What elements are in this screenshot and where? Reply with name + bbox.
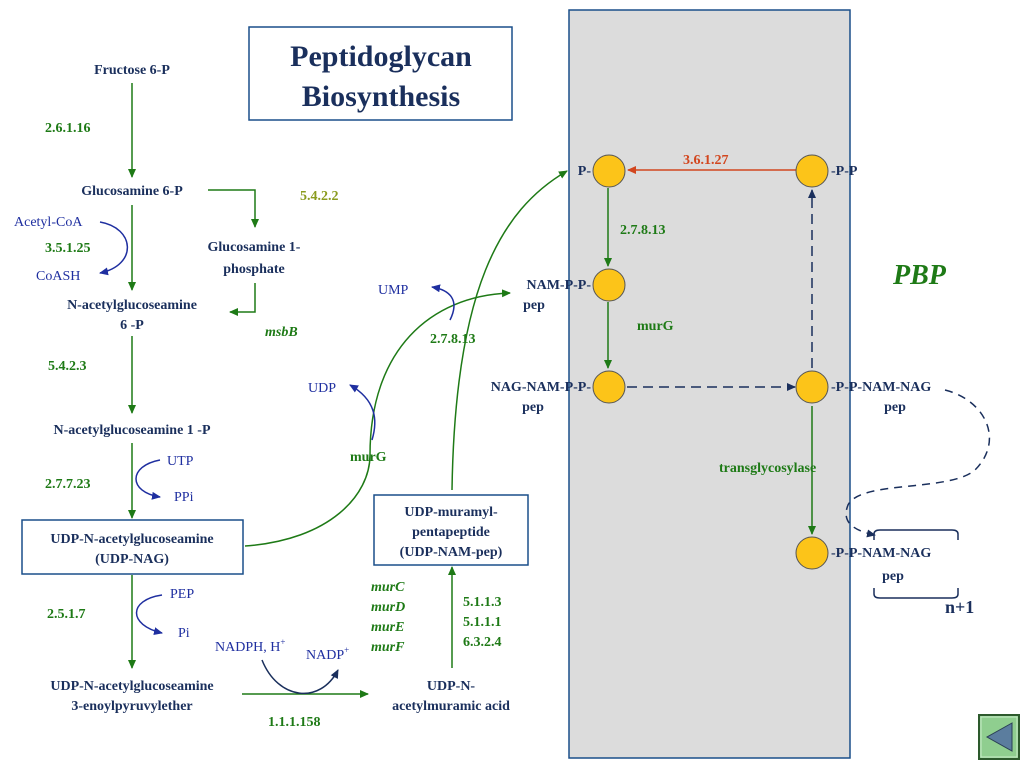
transglycosylase-label: transglycosylase: [719, 461, 816, 476]
title-box: [248, 26, 513, 121]
nacglc1p-label: N-acetylglucoseamine 1 -P: [53, 423, 211, 438]
nacglc6p-line2: 6 -P: [120, 318, 144, 333]
fructose6p-label: Fructose 6-P: [94, 63, 170, 78]
ppnamnag2-line1: -P-P-NAM-NAG: [831, 546, 931, 561]
ump-curve: [431, 284, 455, 321]
title-line1: Peptidoglycan: [290, 40, 472, 73]
murG-left-label: murG: [350, 450, 387, 465]
murD-label: murD: [371, 600, 405, 615]
arrow-udpnag-to-nampp: [244, 289, 511, 547]
lipid-pp-circle: [795, 154, 829, 188]
murC-label: murC: [371, 580, 405, 595]
utp-label: UTP: [167, 454, 194, 469]
glucosamine1p-line1: Glucosamine 1-: [208, 240, 301, 255]
pep-curve: [135, 594, 163, 636]
back-button[interactable]: [978, 714, 1020, 760]
acetylcoa-label: Acetyl-CoA: [14, 215, 83, 230]
p-label: P-: [578, 164, 592, 179]
ec-2-7-8-13-left: 2.7.8.13: [430, 332, 476, 347]
msbB-label: msbB: [265, 325, 298, 340]
ump-label: UMP: [378, 283, 409, 298]
glucosamine1p-line2: phosphate: [223, 262, 284, 277]
acetylcoa-curve: [99, 221, 128, 276]
nagnampp-line1: NAG-NAM-P-P-: [491, 380, 592, 395]
murG-label: murG: [637, 319, 674, 334]
pp-label: -P-P: [831, 164, 858, 179]
murE-label: murE: [371, 620, 404, 635]
udpnampep-line2: pentapeptide: [412, 525, 490, 540]
ec-6-3-2-4: 6.3.2.4: [463, 635, 502, 650]
ec-5-4-2-3: 5.4.2.3: [48, 359, 87, 374]
enoyl-line1: UDP-N-acetylglucoseamine: [50, 679, 213, 694]
nacglc6p-line1: N-acetylglucoseamine: [67, 298, 197, 313]
udpnampep-line1: UDP-muramyl-: [404, 505, 498, 520]
back-arrow-icon: [985, 722, 1013, 752]
ppnamnag-line2: pep: [884, 400, 906, 415]
arrow-udpnampep-to-p: [451, 170, 568, 491]
ec-5-4-2-2: 5.4.2.2: [300, 189, 339, 204]
udpnam-line2: acetylmuramic acid: [392, 699, 510, 714]
polymer-bracket-top: [873, 529, 959, 540]
ec-1-1-1-158: 1.1.1.158: [268, 715, 321, 730]
lipid-ppnamnag2-circle: [795, 536, 829, 570]
ec-2-7-8-13: 2.7.8.13: [620, 223, 666, 238]
udpnampep-box: [373, 494, 529, 566]
udp-curve: [349, 384, 376, 441]
ec-2-5-1-7: 2.5.1.7: [47, 607, 86, 622]
pbp-label: PBP: [892, 260, 947, 291]
ppi-label: PPi: [174, 490, 194, 505]
utp-curve: [135, 459, 161, 500]
glucosamine6p-label: Glucosamine 6-P: [81, 184, 183, 199]
n-plus-1-label: n+1: [945, 597, 974, 617]
udpnag-box: [21, 519, 244, 575]
pi-label: Pi: [178, 626, 190, 641]
nadph-label: NADPH, H+: [215, 637, 285, 655]
ec-5-1-1-3: 5.1.1.3: [463, 595, 502, 610]
udpnam-line1: UDP-N-: [427, 679, 476, 694]
enoyl-line2: 3-enoylpyruvylether: [71, 699, 192, 714]
udpnampep-line3: (UDP-NAM-pep): [400, 545, 503, 560]
title-line2: Biosynthesis: [302, 80, 460, 113]
polymer-bracket-bottom: [873, 588, 959, 599]
lipid-p-circle: [592, 154, 626, 188]
ec-2-7-7-23: 2.7.7.23: [45, 477, 91, 492]
ec-3-5-1-25: 3.5.1.25: [45, 241, 91, 256]
coash-label: CoASH: [36, 269, 80, 284]
arrow-loop-to-polymer: [845, 389, 991, 538]
nadph-curve: [261, 659, 339, 695]
ec-3-6-1-27: 3.6.1.27: [683, 153, 729, 168]
udp-label: UDP: [308, 381, 336, 396]
lipid-nagnampp-circle: [592, 370, 626, 404]
ppnamnag2-line2: pep: [882, 569, 904, 584]
pep-label: PEP: [170, 587, 194, 602]
nampp-line2: pep: [523, 298, 545, 313]
lipid-ppnamnag-circle: [795, 370, 829, 404]
nadp-label: NADP+: [306, 645, 349, 663]
lipid-nampp-circle: [592, 268, 626, 302]
murF-label: murF: [371, 640, 405, 655]
nampp-line1: NAM-P-P-: [526, 278, 591, 293]
arrow-glucosamine1p-back: [229, 283, 256, 316]
udpnag-line1: UDP-N-acetylglucoseamine: [50, 532, 213, 547]
arrow-to-glucosamine1p: [208, 189, 259, 228]
ec-5-1-1-1: 5.1.1.1: [463, 615, 502, 630]
ec-2-6-1-16: 2.6.1.16: [45, 121, 91, 136]
ppnamnag-line1: -P-P-NAM-NAG: [831, 380, 931, 395]
nagnampp-line2: pep: [522, 400, 544, 415]
udpnag-line2: (UDP-NAG): [95, 552, 169, 567]
